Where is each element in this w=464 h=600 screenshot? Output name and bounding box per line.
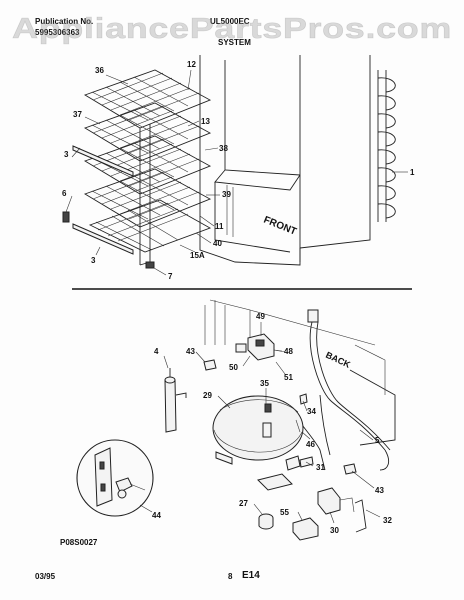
section-code: E14 xyxy=(242,570,260,581)
callout-27: 27 xyxy=(239,499,248,508)
upper-leaders xyxy=(65,69,220,276)
part-55-box xyxy=(292,517,319,541)
page-number: 8 xyxy=(228,572,233,581)
outlet-inset xyxy=(76,439,154,517)
callout-5: 5 xyxy=(375,436,380,445)
callout-39: 39 xyxy=(222,190,231,199)
callout-40: 40 xyxy=(213,239,222,248)
callout-35: 35 xyxy=(260,379,269,388)
callout-51: 51 xyxy=(284,373,293,382)
part-30 xyxy=(317,487,355,515)
shelf-rails xyxy=(62,145,134,255)
callout-44: 44 xyxy=(152,511,161,520)
callout-36: 36 xyxy=(95,66,104,75)
callout-43-lower: 43 xyxy=(375,486,384,495)
callout-1: 1 xyxy=(410,168,415,177)
callout-43-upper: 43 xyxy=(186,347,195,356)
compressor xyxy=(212,395,304,491)
part-32-bracket xyxy=(354,499,367,533)
callout-6: 6 xyxy=(62,189,67,198)
callout-15a: 15A xyxy=(190,251,205,260)
callout-38: 38 xyxy=(219,144,228,153)
rack-foot xyxy=(145,261,155,269)
grommet xyxy=(258,513,274,530)
model-number: UL5000EC xyxy=(210,17,250,26)
rail-clip-6 xyxy=(62,211,70,223)
callout-4: 4 xyxy=(154,347,159,356)
revision-date: 03/95 xyxy=(35,572,56,581)
wall-condenser-coil xyxy=(377,70,396,222)
cabinet-outline xyxy=(199,55,371,266)
cabinet-back-outline xyxy=(204,299,396,446)
publication-number: 5995306363 xyxy=(35,28,80,37)
start-relay xyxy=(235,333,286,361)
lower-leaders xyxy=(139,322,381,524)
callout-7: 7 xyxy=(168,272,173,281)
callout-32: 32 xyxy=(383,516,392,525)
callout-30: 30 xyxy=(330,526,339,535)
clip-43-upper xyxy=(203,359,217,371)
publication-label: Publication No. xyxy=(35,17,93,26)
tube-fitting xyxy=(307,309,319,323)
part-34-fitting xyxy=(299,393,308,405)
callout-55: 55 xyxy=(280,508,289,517)
callout-12: 12 xyxy=(187,60,196,69)
callout-37: 37 xyxy=(73,110,82,119)
section-title: SYSTEM xyxy=(218,38,251,47)
filter-drier xyxy=(164,368,187,433)
callout-11: 11 xyxy=(215,222,224,231)
back-label: BACK xyxy=(324,350,352,370)
callout-34: 34 xyxy=(307,407,316,416)
drawing-code: P08S0027 xyxy=(60,538,98,547)
callout-50: 50 xyxy=(229,363,238,372)
callout-48: 48 xyxy=(284,347,293,356)
wire-shelves xyxy=(83,69,212,266)
callout-13: 13 xyxy=(201,117,210,126)
callout-29: 29 xyxy=(203,391,212,400)
site-watermark: AppliancePartsPros.com xyxy=(12,13,452,45)
refrigerant-tubing xyxy=(294,321,391,471)
callout-3-lower: 3 xyxy=(91,256,96,265)
callout-49: 49 xyxy=(256,312,265,321)
callout-31: 31 xyxy=(316,463,325,472)
callout-46: 46 xyxy=(306,440,315,449)
front-label: FRONT xyxy=(262,215,298,238)
callout-3-upper: 3 xyxy=(64,150,69,159)
